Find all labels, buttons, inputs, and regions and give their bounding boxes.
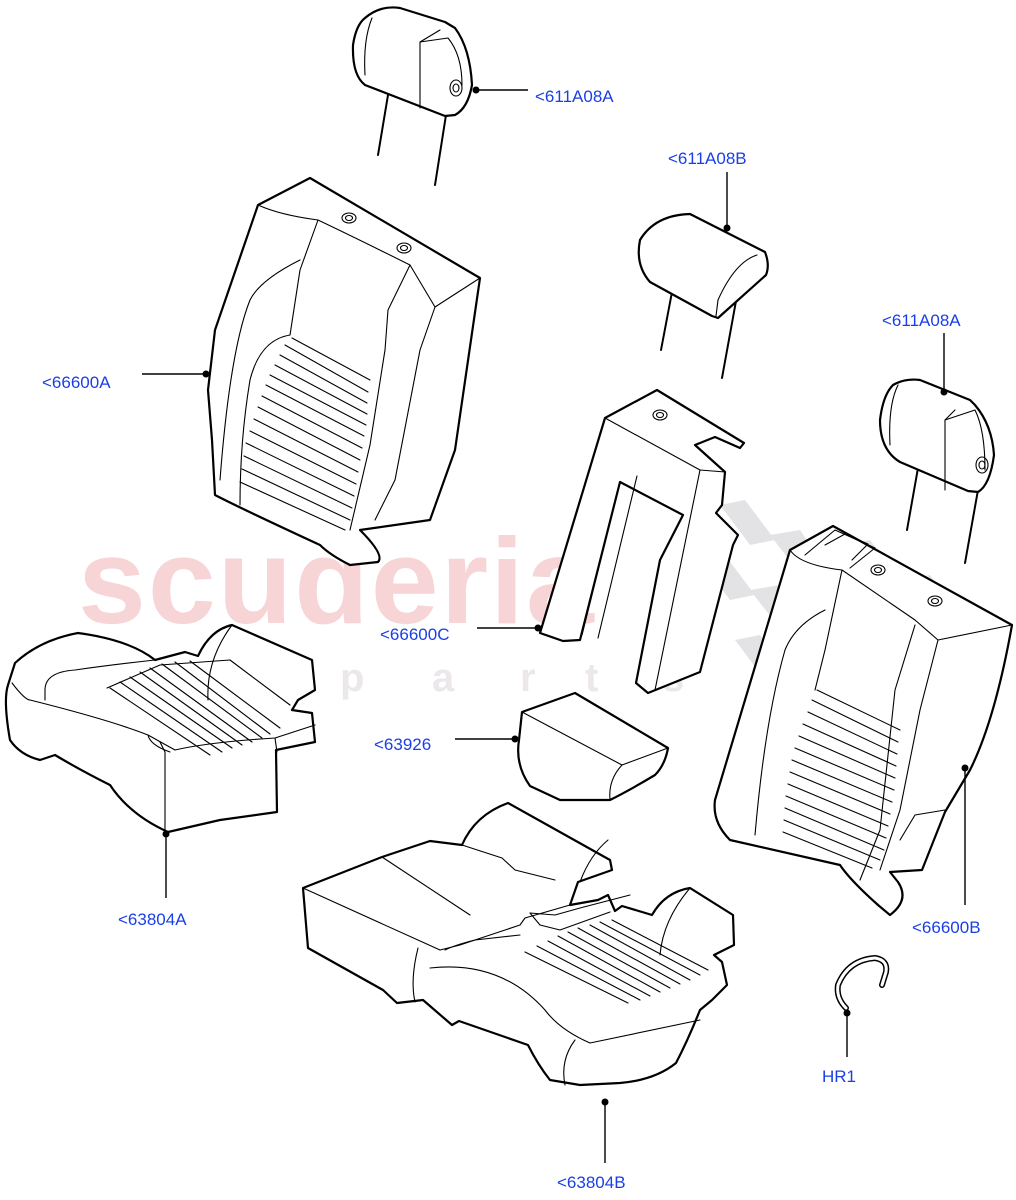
cushion-right-part[interactable]	[301, 801, 736, 1087]
callout-611A08A-top[interactable]: <611A08A	[535, 87, 614, 106]
backrest-centre-part[interactable]	[538, 388, 746, 695]
callout-611A08B[interactable]: <611A08B	[668, 149, 747, 168]
callout-66600C[interactable]: <66600C	[380, 625, 450, 644]
callout-63804A[interactable]: <63804A	[118, 910, 187, 929]
watermark-letter: t	[585, 656, 599, 700]
callout-63804B[interactable]: <63804B	[557, 1173, 626, 1192]
callout-66600A[interactable]: <66600A	[42, 373, 111, 392]
callout-611A08A-right[interactable]: <611A08A	[882, 311, 961, 330]
cushion-left-part[interactable]	[4, 623, 317, 834]
headrest-left-part[interactable]	[351, 6, 474, 186]
callout-HR1[interactable]: HR1	[822, 1067, 857, 1086]
hog-ring-part[interactable]	[834, 954, 890, 1011]
headrest-right-part[interactable]	[878, 378, 996, 564]
callout-66600B[interactable]: <66600B	[912, 918, 981, 937]
backrest-left-part[interactable]	[206, 176, 482, 567]
headrest-centre-part[interactable]	[637, 212, 769, 379]
watermark-letter: p	[340, 656, 365, 700]
callout-63926[interactable]: <63926	[374, 735, 432, 754]
leader-lines	[142, 86, 969, 1163]
watermark-letter: r	[520, 656, 536, 700]
armrest-part[interactable]	[517, 691, 670, 802]
backrest-right-part[interactable]	[713, 524, 1014, 917]
watermark-letter: a	[432, 656, 455, 700]
